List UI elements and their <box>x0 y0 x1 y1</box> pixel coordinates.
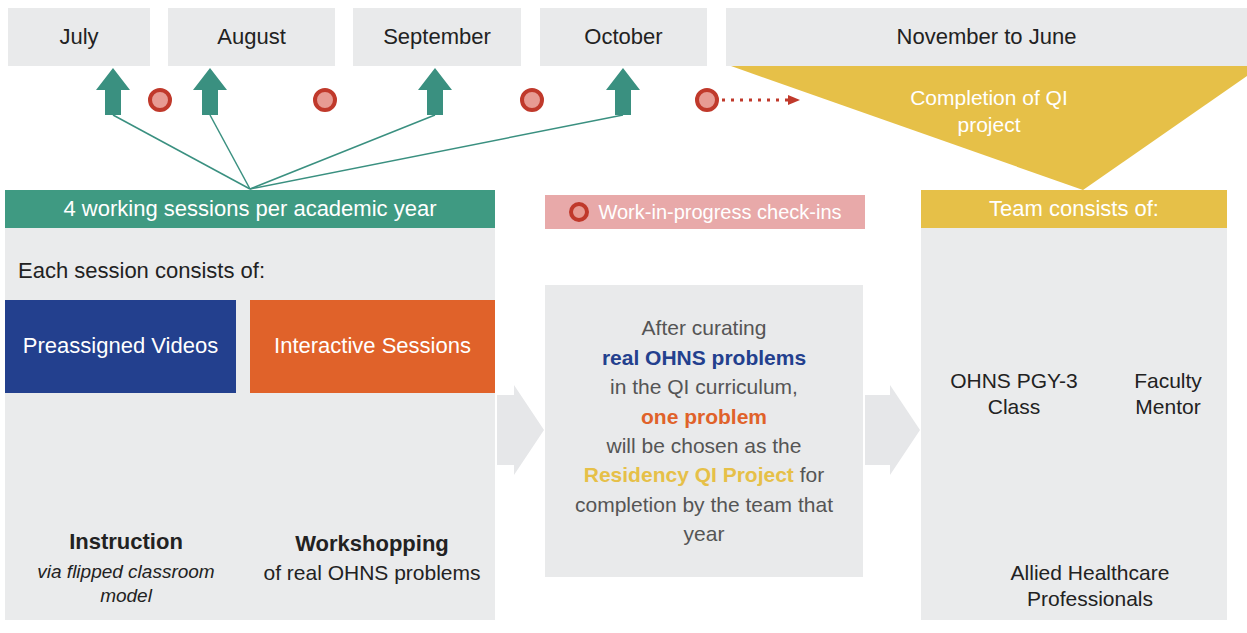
node-text: Residency QI Project <box>584 463 794 486</box>
dotted-arrow <box>722 95 800 105</box>
legend-text: Work-in-progress check-ins <box>598 201 841 224</box>
month-box: September <box>353 8 521 66</box>
node-text: Preassigned Videos <box>23 332 218 361</box>
triangle-fill <box>731 66 1247 190</box>
connector-line <box>210 115 250 189</box>
interactive-box: Interactive Sessions <box>250 300 495 393</box>
caption-label: OHNS PGY-3 Class <box>929 368 1099 421</box>
chevron-arrow <box>497 385 544 475</box>
checkin-dots-part <box>150 90 170 110</box>
node-text: August <box>217 24 286 50</box>
checkin-dots-part <box>522 90 542 110</box>
checkin-dots-part <box>697 90 717 110</box>
node-text: Interactive Sessions <box>274 332 471 361</box>
caption-label: via flipped classroom model <box>26 560 226 608</box>
node-text: 4 working sessions per academic year <box>5 190 495 228</box>
connector <box>250 68 452 189</box>
node-text: in the QI curriculum, <box>610 375 798 398</box>
node-text: one problem <box>561 402 847 431</box>
arrow-shape <box>606 68 640 115</box>
node-text: Completion of QI project <box>889 84 1089 190</box>
month-box: October <box>540 8 707 66</box>
connector <box>250 68 640 189</box>
legend-band: Work-in-progress check-ins <box>545 195 865 229</box>
completion-triangle: Completion of QI project <box>731 66 1247 190</box>
node-text: real OHNS problems <box>561 343 847 372</box>
node-text: November to June <box>897 24 1077 50</box>
connector <box>96 68 250 189</box>
arrow-shape <box>418 68 452 115</box>
node-text: Team consists of: <box>921 190 1227 228</box>
month-box: November to June <box>726 8 1247 66</box>
legend-sample <box>568 201 590 223</box>
node-text: October <box>584 24 662 50</box>
connector-line <box>250 115 623 189</box>
dotted-arrow-part <box>788 95 800 105</box>
chevron-arrow <box>865 385 920 475</box>
caption-label: Workshopping <box>257 530 487 558</box>
arrow-shape <box>193 68 227 115</box>
month-box: July <box>8 8 150 66</box>
caption-label: of real OHNS problems <box>257 560 487 586</box>
project-box: After curating real OHNS problems in the… <box>545 285 863 577</box>
checkin-dots-part <box>315 90 335 110</box>
connector <box>193 68 250 189</box>
node-text: July <box>59 24 98 50</box>
connector <box>497 385 544 475</box>
dotted-arrow-part <box>722 99 788 102</box>
caption-label: Instruction <box>11 528 241 556</box>
arrow-shape <box>96 68 130 115</box>
caption-label: Faculty Mentor <box>1113 368 1223 421</box>
caption-label: Allied Healthcare Professionals <box>975 560 1205 613</box>
node-text: September <box>383 24 491 50</box>
project-text: After curating real OHNS problems in the… <box>561 313 847 548</box>
checkin-dots <box>150 90 717 110</box>
connector-line <box>250 115 435 189</box>
connector <box>865 385 920 475</box>
legend-dot <box>571 204 587 220</box>
connector-line <box>113 115 250 189</box>
node-text: will be chosen as the <box>607 434 802 457</box>
videos-box: Preassigned Videos <box>5 300 236 393</box>
node-text: Each session consists of: <box>5 228 495 284</box>
node-text: After curating <box>642 316 767 339</box>
month-box: August <box>168 8 335 66</box>
